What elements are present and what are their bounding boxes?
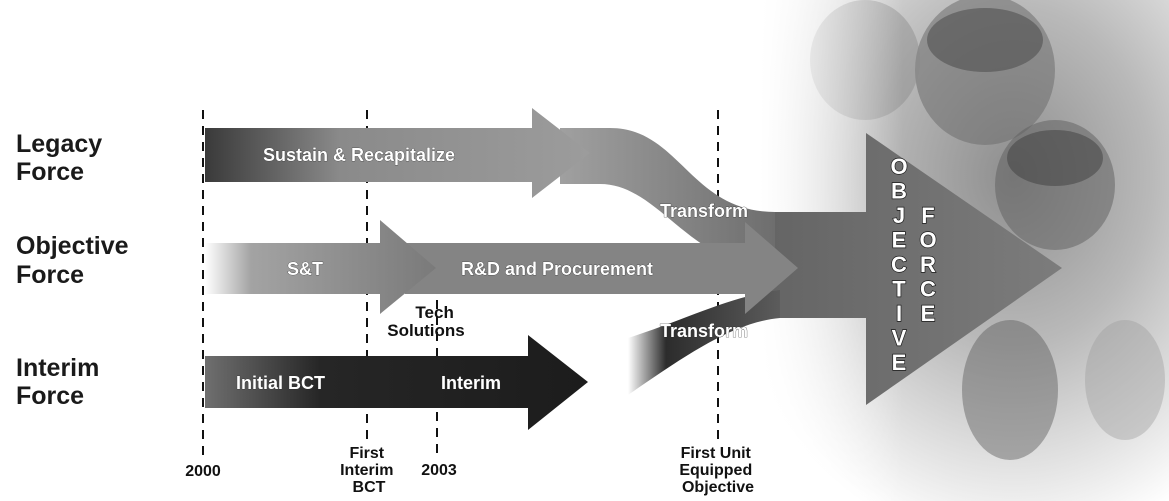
force-letter-1: F — [921, 203, 934, 228]
first-interim-bct-line-2: Interim — [340, 462, 393, 479]
st-arrow — [205, 220, 436, 314]
first-unit-line-2: Equipped — [679, 462, 752, 479]
tech-solutions-note: Tech Solutions — [387, 303, 464, 340]
initial-bct-text: Initial BCT — [236, 373, 325, 393]
legacy-transform-arrow — [560, 128, 775, 268]
interim-transform-arrow — [628, 290, 780, 395]
legacy-force-label: Legacy Force — [16, 130, 109, 186]
transform-lower-text: Transform — [660, 321, 748, 341]
year-2003-label: 2003 — [421, 462, 457, 479]
objective-letter-5: C — [891, 252, 907, 277]
st-text: S&T — [287, 259, 323, 279]
first-interim-bct-line-1: First — [349, 445, 384, 462]
objective-letter-8: V — [892, 326, 907, 351]
soldiers-photo — [760, 0, 1169, 501]
interim-force-arrow — [205, 335, 588, 430]
objective-letter-2: B — [891, 179, 907, 204]
rd-procurement-text: R&D and Procurement — [461, 259, 653, 279]
first-unit-line-3: Objective — [682, 479, 754, 496]
legacy-force-arrow — [205, 108, 590, 198]
objective-force-label-line-2: Force — [16, 261, 84, 289]
tech-solutions-line-1: Tech — [415, 303, 453, 322]
rd-procurement-arrow — [405, 222, 798, 314]
objective-letter-9: E — [892, 350, 907, 375]
legacy-force-label-line-1: Legacy — [16, 130, 102, 158]
transform-upper-text: Transform — [660, 201, 748, 221]
objective-letter-7: I — [896, 301, 902, 326]
year-2000-label: 2000 — [185, 463, 221, 480]
first-unit-line-1: First Unit — [681, 445, 752, 462]
objective-letter-3: J — [893, 203, 905, 228]
interim-force-label: Interim Force — [16, 354, 106, 410]
sustain-recapitalize-text: Sustain & Recapitalize — [263, 145, 455, 165]
first-interim-bct-label: First Interim BCT — [340, 445, 398, 496]
objective-letter-4: E — [892, 228, 907, 253]
force-letter-5: E — [921, 301, 936, 326]
interim-force-label-line-1: Interim — [16, 354, 99, 382]
interim-text: Interim — [441, 373, 501, 393]
force-letter-3: R — [920, 252, 936, 277]
objective-force-label: Objective Force — [16, 232, 136, 289]
objective-letter-6: T — [892, 277, 906, 302]
tech-solutions-line-2: Solutions — [387, 321, 464, 340]
legacy-force-label-line-2: Force — [16, 158, 84, 186]
force-letter-4: C — [920, 277, 936, 302]
interim-force-label-line-2: Force — [16, 382, 84, 410]
objective-letter-1: O — [890, 154, 907, 179]
objective-force-label-line-1: Objective — [16, 232, 129, 260]
first-unit-equipped-label: First Unit Equipped Objective — [679, 445, 756, 496]
objective-force-arrow — [760, 133, 1062, 405]
first-interim-bct-line-3: BCT — [353, 479, 386, 496]
force-letter-2: O — [919, 228, 936, 253]
